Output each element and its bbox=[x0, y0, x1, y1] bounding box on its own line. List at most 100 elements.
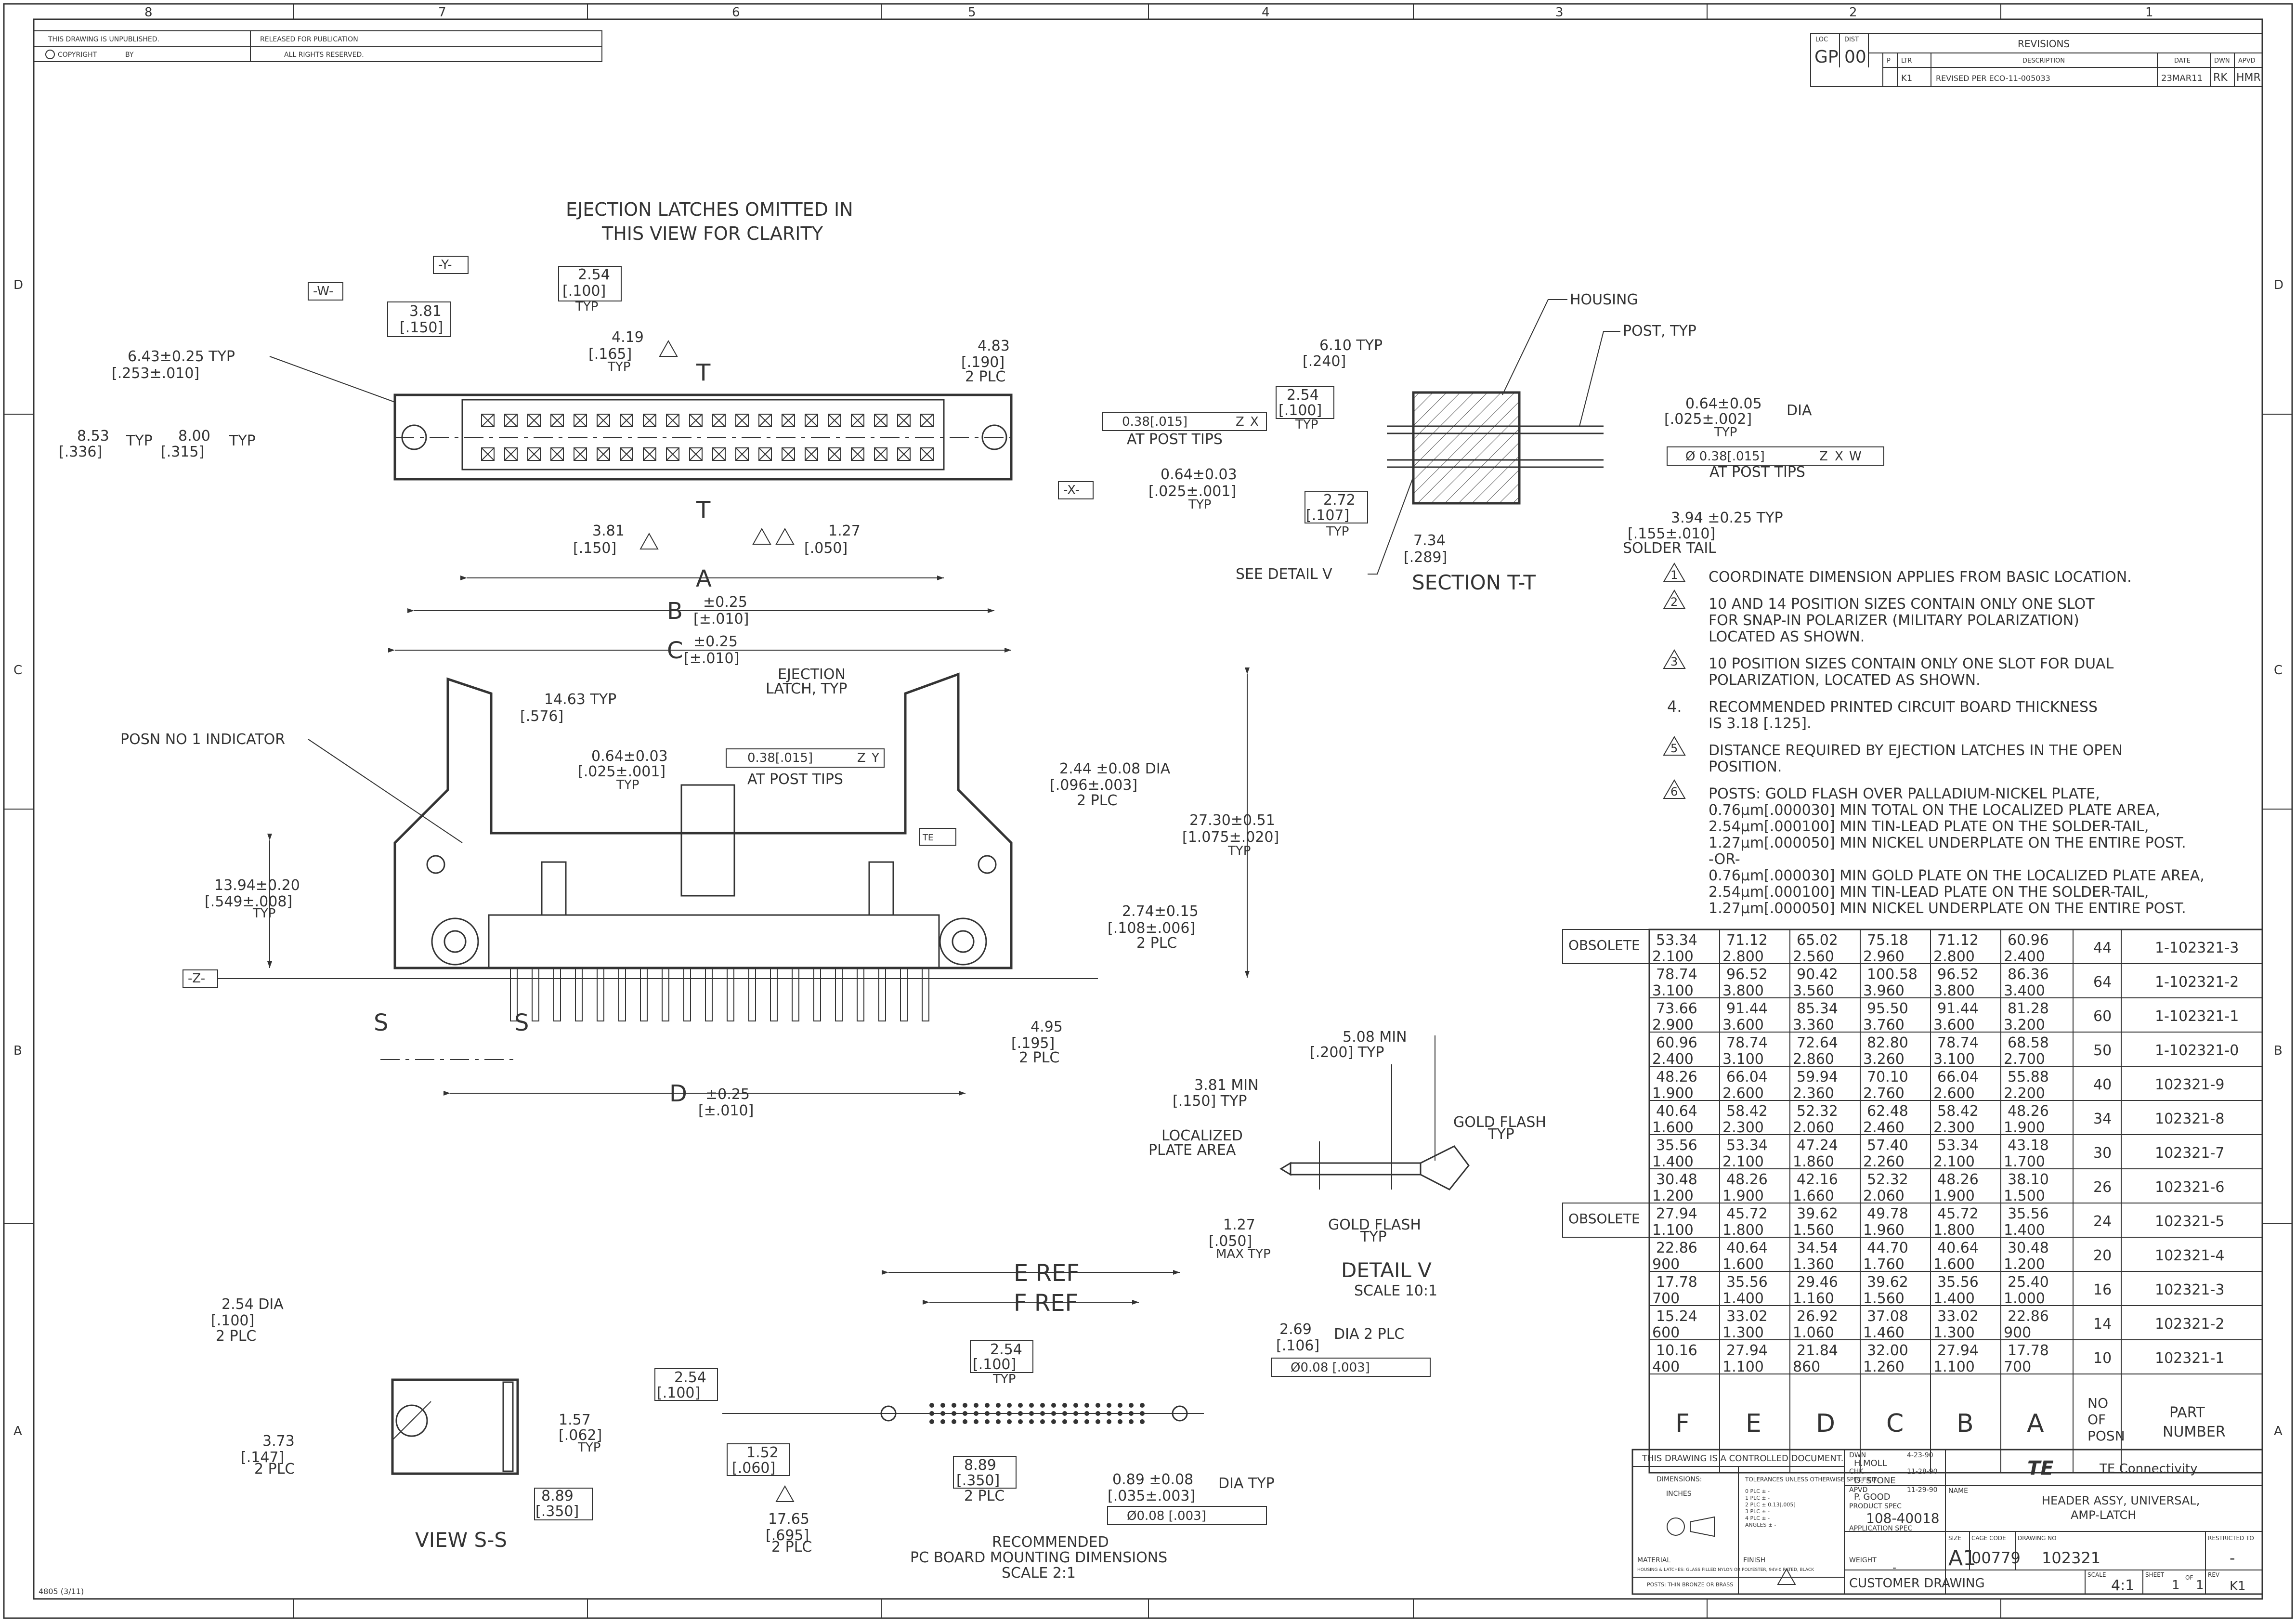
dim-050-v: [.050] bbox=[1209, 1233, 1252, 1250]
cell-mm: 66.04 bbox=[1726, 1069, 1768, 1086]
pcb-fcf-1-value: Ø0.08 [.003] bbox=[1291, 1360, 1370, 1375]
pcb-dim-diatyp: DIA TYP bbox=[1218, 1475, 1275, 1492]
rev-hdr-dwn: DWN bbox=[2214, 57, 2230, 65]
dim-b-tol: ±0.25 bbox=[703, 594, 747, 611]
dim-254-tt: 2.54 bbox=[1287, 387, 1319, 404]
dim-maxtyp: MAX TYP bbox=[1216, 1247, 1271, 1261]
cell-mm: 35.56 bbox=[1937, 1274, 1979, 1291]
pcb-title-3: SCALE 2:1 bbox=[1002, 1565, 1076, 1582]
cell-posn: 50 bbox=[2093, 1042, 2112, 1059]
tb-controlled: THIS DRAWING IS A CONTROLLED DOCUMENT. bbox=[1642, 1453, 1843, 1464]
zone-col-7: 7 bbox=[438, 5, 446, 20]
cell-in: 3.100 bbox=[1652, 982, 1694, 999]
cell-mm: 27.94 bbox=[1656, 1205, 1697, 1222]
dim-272: 2.72 bbox=[1323, 492, 1356, 509]
cell-mm: 22.86 bbox=[2008, 1308, 2049, 1325]
cell-mm: 49.78 bbox=[1867, 1205, 1908, 1222]
cell-mm: 73.66 bbox=[1656, 1000, 1697, 1017]
cell-mm: 72.64 bbox=[1797, 1034, 1838, 1051]
section-t-bottom: T bbox=[696, 497, 711, 523]
cell-posn: 14 bbox=[2093, 1316, 2112, 1333]
pcb-dim-100b: [.100] bbox=[657, 1385, 700, 1401]
note-num: 2 bbox=[1670, 595, 1678, 609]
gold-flash-1-typ: TYP bbox=[1487, 1126, 1514, 1143]
cell-mm: 15.24 bbox=[1656, 1308, 1697, 1325]
cell-mm: 43.18 bbox=[2008, 1137, 2049, 1154]
table-row: 17.7870035.561.40029.461.16039.621.56035… bbox=[1649, 1274, 2262, 1307]
cell-in: 1.100 bbox=[1652, 1222, 1694, 1239]
cell-mm: 90.42 bbox=[1797, 966, 1838, 983]
col-f: F bbox=[1675, 1409, 1690, 1438]
table-row: 60.962.40078.743.10072.642.86082.803.260… bbox=[1649, 1034, 2262, 1068]
tb-dwn-label: DWN bbox=[1849, 1452, 1866, 1459]
fcf-tt-2-z: Z bbox=[1819, 449, 1828, 464]
cell-mm: 70.10 bbox=[1867, 1069, 1908, 1086]
solder-tails bbox=[510, 968, 929, 1021]
pcb-dim-269: 2.69 bbox=[1279, 1321, 1312, 1338]
cell-mm: 39.62 bbox=[1797, 1205, 1838, 1222]
cell-mm: 35.56 bbox=[2008, 1205, 2049, 1222]
fcf-front bbox=[726, 748, 885, 768]
cell-mm: 96.52 bbox=[1937, 966, 1979, 983]
note-flag-6 bbox=[1663, 779, 1686, 799]
localized-1: LOCALIZED bbox=[1161, 1127, 1243, 1144]
tb-posts: POSTS: THIN BRONZE OR BRASS bbox=[1647, 1582, 1733, 1588]
pcb-layout: E REF F REF 2.54 [.100] TYP 2.54 [.100] … bbox=[654, 1260, 1431, 1582]
cell-mm: 27.94 bbox=[1937, 1342, 1979, 1359]
dim-064-tt: 0.64±0.03 bbox=[1161, 466, 1237, 483]
cell-posn: 26 bbox=[2093, 1179, 2112, 1196]
tb-size: A1 bbox=[1948, 1546, 1976, 1570]
cell-in: 1.100 bbox=[1722, 1359, 1764, 1375]
tolerance-line: 4 PLC ± - bbox=[1745, 1515, 1770, 1521]
dim-100-tt: [.100] bbox=[1278, 402, 1322, 419]
tb-product-spec-label: PRODUCT SPEC bbox=[1849, 1503, 1902, 1510]
section-t-top: T bbox=[696, 359, 711, 386]
front-view: TE 14.63 TYP [.576] EJECTION LATCH, TYP … bbox=[120, 666, 1279, 1119]
pcb-dim-plc: 2 PLC bbox=[964, 1488, 1004, 1504]
dim-800-typ: TYP bbox=[229, 432, 256, 449]
publication-block: THIS DRAWING IS UNPUBLISHED. RELEASED FO… bbox=[33, 30, 602, 62]
note-flag-5 bbox=[1663, 736, 1686, 756]
tb-of: OF bbox=[2185, 1574, 2193, 1581]
cell-in: 1.960 bbox=[1863, 1222, 1905, 1239]
cell-in: 700 bbox=[1652, 1290, 1680, 1307]
zone-row-c: C bbox=[13, 663, 22, 678]
dim-c: C bbox=[667, 637, 683, 664]
fcf-tt-1-z: Z bbox=[1236, 415, 1244, 429]
cell-mm: 78.74 bbox=[1656, 966, 1697, 983]
cell-mm: 33.02 bbox=[1726, 1308, 1768, 1325]
fcf-front-y: Y bbox=[871, 751, 879, 765]
cell-in: 1.300 bbox=[1722, 1324, 1764, 1341]
cell-part-number: 102321-9 bbox=[2155, 1076, 2224, 1093]
board-lock-right bbox=[952, 930, 975, 953]
cell-in: 1.000 bbox=[2004, 1290, 2045, 1307]
note-line: 2.54µm[.000100] MIN TIN-LEAD PLATE ON TH… bbox=[1709, 884, 2149, 901]
dim-200: [.200] TYP bbox=[1310, 1044, 1384, 1061]
ss-dim-147: [.147] bbox=[241, 1449, 284, 1466]
dim-d-tol: ±0.25 bbox=[705, 1086, 750, 1103]
cell-in: 2.600 bbox=[1722, 1085, 1764, 1102]
col-d: D bbox=[1816, 1409, 1835, 1438]
dim-typ-1: TYP bbox=[575, 300, 598, 314]
note-num: 4. bbox=[1667, 697, 1682, 716]
cell-in: 3.100 bbox=[1722, 1051, 1764, 1068]
tb-company: TE Connectivity bbox=[2099, 1462, 2198, 1476]
cell-mm: 58.42 bbox=[1726, 1103, 1768, 1120]
note-line: LOCATED AS SHOWN. bbox=[1709, 628, 1865, 645]
tb-rev: K1 bbox=[2230, 1579, 2246, 1594]
cell-mm: 96.52 bbox=[1726, 966, 1768, 983]
dim-050: [.050] bbox=[804, 540, 848, 557]
cell-in: 1.400 bbox=[1933, 1290, 1975, 1307]
note-num: 3 bbox=[1670, 655, 1678, 668]
fcf-tt-2 bbox=[1667, 446, 1884, 466]
table-row: 30.481.20048.261.90042.161.66052.322.060… bbox=[1649, 1171, 2262, 1204]
cell-in: 1.600 bbox=[1652, 1119, 1694, 1136]
cell-in: 2.600 bbox=[1933, 1085, 1975, 1102]
top-view-caption-1: EJECTION LATCHES OMITTED IN bbox=[566, 199, 853, 220]
cell-mm: 95.50 bbox=[1867, 1000, 1908, 1017]
top-view-caption-2: THIS VIEW FOR CLARITY bbox=[601, 223, 823, 244]
obsolete-label: OBSOLETE bbox=[1568, 1211, 1640, 1227]
tb-tolerances: TOLERANCES UNLESS OTHERWISE SPECIFIED: bbox=[1745, 1476, 1878, 1483]
